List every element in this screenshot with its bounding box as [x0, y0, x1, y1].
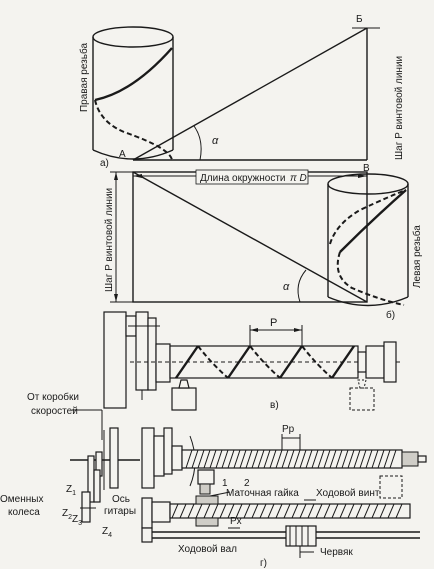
figure-b: Длина окружности π D Шаг P винтовой лини…	[104, 169, 423, 321]
cylinder-b-top	[327, 173, 409, 195]
pitch-label-b: Шаг P винтовой линии	[104, 188, 115, 292]
cylinder-b-bottom	[327, 296, 409, 307]
left-thread-label: Левая резьба	[411, 225, 423, 288]
helix-front	[94, 47, 173, 102]
feed-shaft-label: Ходовой вал	[178, 544, 237, 555]
pp-label: Pp	[282, 424, 295, 435]
z2-label: Z2	[62, 508, 72, 521]
z3-label: Z3	[72, 514, 82, 527]
fig-v-label: в)	[270, 400, 279, 411]
figure-a: α Правая резьба Шаг P винтовой линии А Б…	[78, 14, 405, 174]
alpha-label-b: α	[283, 281, 290, 293]
angle-arc-b	[297, 269, 307, 303]
point-b-label: Б	[356, 14, 363, 25]
helix-b-front	[339, 189, 407, 253]
alpha-label-a: α	[212, 135, 219, 147]
circumference-box	[195, 169, 309, 185]
point-a-label: А	[119, 149, 126, 160]
z4-label: Z4	[102, 526, 112, 539]
helix-back	[94, 99, 173, 161]
figure-g: От коробки скоростей Pp 1 2	[0, 391, 427, 569]
circumference-label: Длина окружности	[200, 173, 286, 184]
helix-b-back	[336, 251, 405, 306]
cylinder-top	[92, 26, 174, 48]
from-box-label-2: скоростей	[31, 406, 78, 417]
axis-label-1: Ось	[112, 494, 130, 505]
px-label: Px	[230, 516, 242, 527]
axis-label-2: гитары	[104, 506, 136, 517]
worm-label: Червяк	[320, 547, 353, 558]
pi-d-label: π D	[290, 173, 307, 184]
figure-v: P в)	[103, 311, 400, 411]
tailstock	[365, 345, 385, 379]
z1-label: Z1	[66, 484, 76, 497]
fig-a-label: а)	[100, 158, 109, 169]
pitch-label-a: Шаг P винтовой линии	[394, 56, 405, 160]
change-gears-label-1: Оменных	[0, 494, 43, 505]
tool-holder	[197, 469, 215, 485]
change-gears-label-2: колеса	[8, 507, 40, 518]
lead-screw	[169, 503, 411, 519]
cylinder-bottom	[92, 149, 174, 160]
split-nut	[195, 495, 219, 505]
helix-v-front	[175, 345, 355, 379]
fig-g-label: г)	[260, 558, 267, 569]
carriage	[171, 387, 197, 411]
lead-screw-label: Ходовой винт	[316, 488, 380, 499]
hypotenuse-b	[132, 171, 368, 303]
from-box-label-1: От коробки	[27, 391, 79, 403]
point-v-label: В	[363, 163, 370, 174]
fig-b-label: б)	[386, 309, 395, 321]
nut-label: Маточная гайка	[226, 488, 299, 499]
headstock	[103, 311, 127, 409]
num-2-label: 2	[244, 478, 250, 489]
right-thread-label: Правая резьба	[78, 43, 90, 112]
angle-arc-a	[193, 125, 202, 161]
hypotenuse-a	[132, 27, 368, 161]
p-label: P	[270, 317, 277, 329]
change-gear-z3	[81, 491, 91, 523]
num-1-label: 1	[222, 478, 228, 489]
